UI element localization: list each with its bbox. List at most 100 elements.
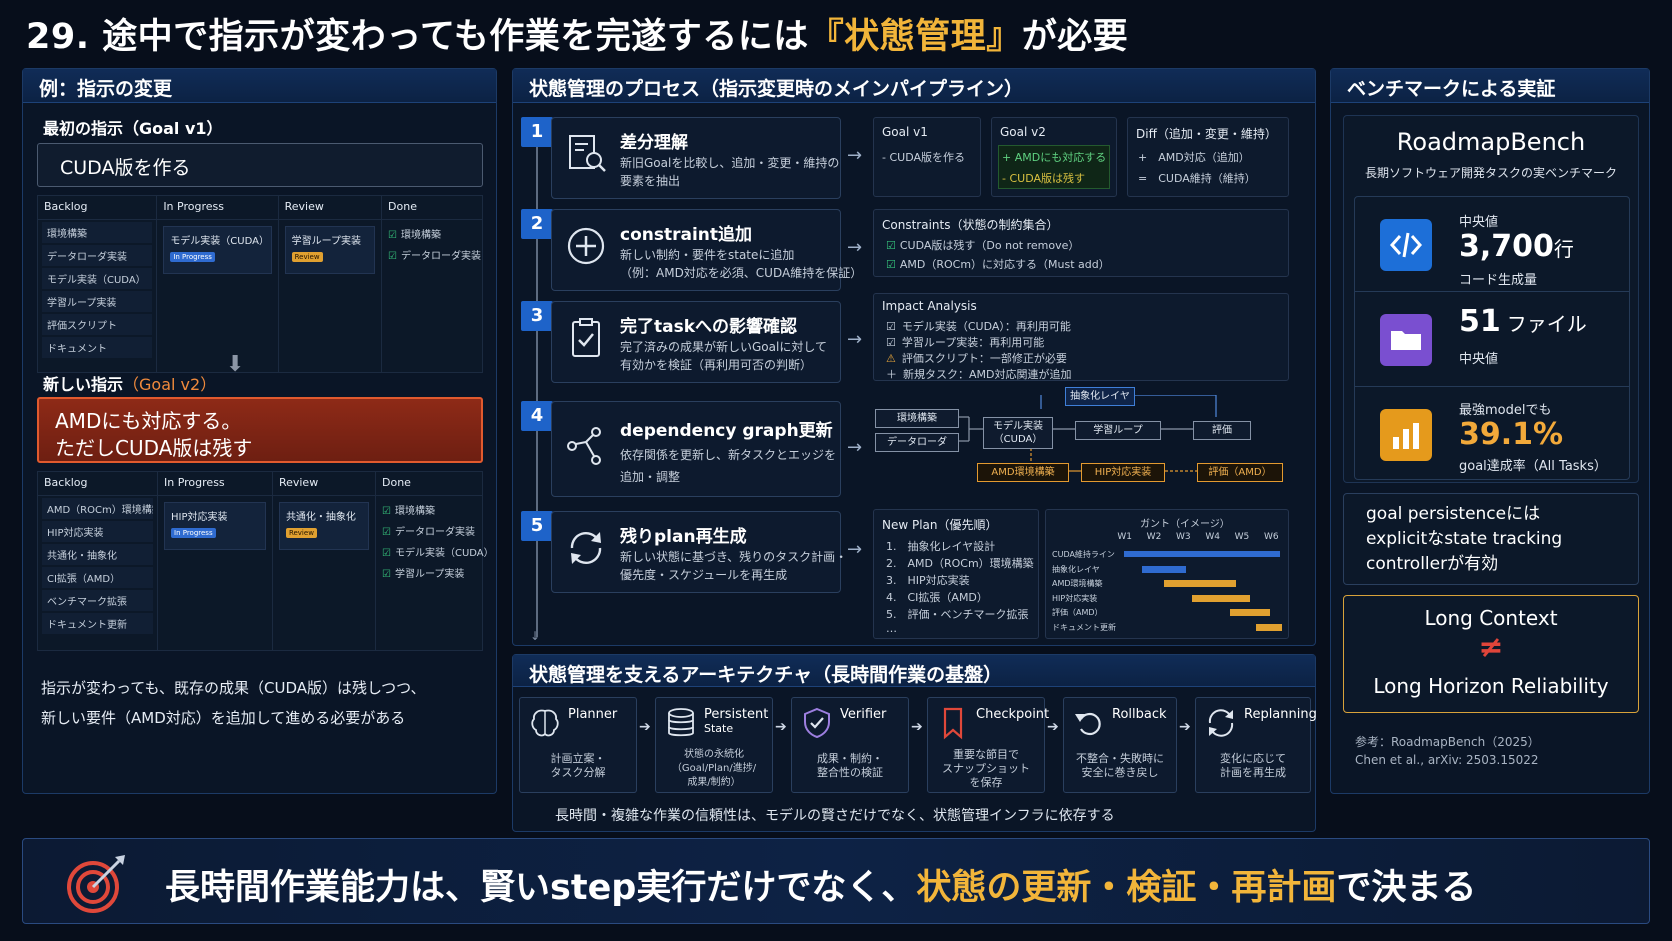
step-number: 5 [521, 511, 553, 541]
step-desc: 完了済みの成果が新しいGoalに対して有効かを検証（再利用可否の判断） [620, 340, 827, 372]
code-icon [1380, 219, 1432, 271]
step-3-box: 完了taskへの影響確認 完了済みの成果が新しいGoalに対して有効かを検証（再… [551, 301, 841, 383]
graph-node: モデル実装（CUDA） [983, 417, 1053, 449]
check-icon: ☑ [382, 569, 391, 580]
done-item: ☑環境構築 [382, 506, 435, 517]
benchmark-name: RoadmapBench [1396, 128, 1586, 156]
arrow-down-icon: ⬇ [226, 352, 245, 377]
graph-edges [959, 395, 1217, 472]
graph-node: データローダ [875, 433, 959, 452]
benchmark-panel-header: ベンチマークによる実証 [1331, 69, 1649, 103]
gantt-bar [1256, 624, 1282, 631]
kanban-card: モデル実装（CUDA）In Progress [163, 226, 272, 274]
refresh-icon [570, 532, 602, 564]
graph-node: 環境構築 [875, 409, 959, 428]
arrow-right-icon: → [847, 237, 863, 258]
step-number: 1 [521, 117, 553, 147]
kanban-card: ドキュメント [42, 337, 153, 358]
check-icon: ☑ [886, 320, 896, 333]
goal-v2-text: ただしCUDA版は残す [55, 436, 253, 460]
long-context-box: Long Context ≠ Long Horizon Reliability [1343, 595, 1639, 713]
kanban-col-inprogress: In Progress モデル実装（CUDA）In Progress [157, 196, 279, 372]
step-title: constraint追加 [620, 225, 753, 245]
arch-planner: Planner 計画立案・タスク分解 [519, 697, 637, 793]
graph-node: 評価 [1193, 421, 1251, 440]
kanban-col-backlog: Backlog 環境構築 データローダ実装 モデル実装（CUDA） 学習ループ実… [38, 196, 158, 372]
kanban-col-backlog: Backlog AMD（ROCm）環境構築 HIP対応実装 共通化・抽象化 CI… [38, 472, 158, 650]
benchmark-panel: ベンチマークによる実証 RoadmapBench 長期ソフトウェア開発タスクの実… [1330, 68, 1650, 794]
check-icon: ☑ [388, 230, 397, 241]
arrow-right-icon: → [847, 437, 863, 458]
architecture-panel-header: 状態管理を支えるアーキテクチャ（長時間作業の基盤） [513, 655, 1315, 687]
benchmark-card: RoadmapBench 長期ソフトウェア開発タスクの実ベンチマーク 中央値 3… [1343, 115, 1639, 483]
graph-node: HIP対応実装 [1081, 463, 1165, 482]
refresh-icon [1208, 709, 1234, 737]
timeline-arrow: ↓ [530, 629, 541, 643]
arch-replanning: Replanning 変化に応じて計画を再生成 [1195, 697, 1317, 793]
step-title: dependency graph更新 [620, 421, 833, 441]
goal-v2-text: AMDにも対応する。 [55, 409, 242, 433]
architecture-panel: 状態管理を支えるアーキテクチャ（長時間作業の基盤） Planner 計画立案・タ… [512, 654, 1317, 832]
graph-node: 評価（AMD） [1197, 463, 1283, 482]
graph-icon [567, 427, 601, 465]
step-title: 完了taskへの影響確認 [620, 317, 798, 337]
gantt-bar [1192, 595, 1250, 602]
brain-icon [531, 709, 559, 737]
left-caption: 指示が変わっても、既存の成果（CUDA版）は残しつつ、新しい要件（AMD対応）を… [41, 679, 426, 727]
metric-lines: 中央値 3,700行 コード生成量 [1355, 197, 1629, 292]
done-item: ☑環境構築 [388, 230, 441, 241]
metric-goal-rate: 最強modelでも 39.1% goal達成率（All Tasks） [1355, 387, 1629, 482]
status-badge: Review [285, 528, 317, 538]
target-icon [67, 855, 125, 913]
plus-circle-icon [567, 227, 605, 265]
status-badge: In Progress [170, 252, 215, 262]
done-item: ☑学習ループ実装 [382, 569, 465, 580]
status-badge: In Progress [171, 528, 216, 538]
impact-analysis-card: Impact Analysis ☑モデル実装（CUDA）：再利用可能 ☑学習ルー… [873, 293, 1289, 381]
footer-text: 長時間作業能力は、賢いstep実行だけでなく、状態の更新・検証・再計画で決まる [165, 868, 1477, 908]
goal-v2-label: 新しい指示（Goal v2） [43, 375, 217, 394]
kanban-card: CI拡張（AMD） [42, 567, 153, 588]
footer-banner: 長時間作業能力は、賢いstep実行だけでなく、状態の更新・検証・再計画で決まる [22, 838, 1650, 924]
arch-rollback: Rollback 不整合・失敗時に安全に巻き戻し [1063, 697, 1177, 793]
arrow-right-icon: → [847, 145, 863, 166]
step-title: 差分理解 [620, 133, 688, 153]
step-desc: 新しい制約・要件をstateに追加（例：AMD対応を必須、CUDA維持を保証） [620, 248, 863, 280]
bar-chart-icon [1380, 409, 1432, 461]
folder-icon [1380, 314, 1432, 366]
goal-v2-box: AMDにも対応する。 ただしCUDA版は残す [37, 397, 483, 463]
step-5-box: 残りplan再生成 新しい状態に基づき、残りのタスク計画・優先度・スケジュールを… [551, 511, 847, 593]
kanban-board-v2: Backlog AMD（ROCm）環境構築 HIP対応実装 共通化・抽象化 CI… [37, 471, 494, 651]
kanban-card: AMD（ROCm）環境構築 [42, 498, 153, 519]
title-highlight: 『状態管理』 [808, 17, 1022, 57]
page-title: 29. 途中で指示が変わっても作業を完遂するには『状態管理』が必要 [26, 17, 1129, 57]
gantt-bar [1142, 566, 1186, 573]
shield-check-icon [804, 707, 830, 739]
goal-v2-card: Goal v2 + AMDにも対応する - CUDA版は残す [991, 117, 1117, 197]
check-icon: ☑ [886, 336, 896, 349]
arrow-right-icon: ➔ [911, 719, 923, 735]
kanban-col-done: Done ☑環境構築 ☑データローダ実装 ☑モデル実装（CUDA） ☑学習ループ… [376, 472, 494, 650]
step-title: 残りplan再生成 [620, 527, 747, 547]
goal-v1-label: 最初の指示（Goal v1） [43, 119, 223, 138]
kanban-card: モデル実装（CUDA） [42, 268, 153, 289]
new-plan-card: New Plan（優先順） 1. 抽象化レイヤ設計 2. AMD（ROCm）環境… [873, 509, 1039, 639]
plus-icon: ＋ [886, 368, 897, 381]
kanban-card: データローダ実装 [42, 245, 153, 266]
kanban-card: 学習ループ実装 [42, 291, 153, 312]
goal-v1-box: CUDA版を作る [37, 143, 483, 187]
check-icon: ☑ [382, 527, 391, 538]
goal-v1-card: Goal v1 - CUDA版を作る [873, 117, 981, 197]
step-1-box: 差分理解 新旧Goalを比較し、追加・変更・維持の要素を抽出 [551, 117, 841, 199]
